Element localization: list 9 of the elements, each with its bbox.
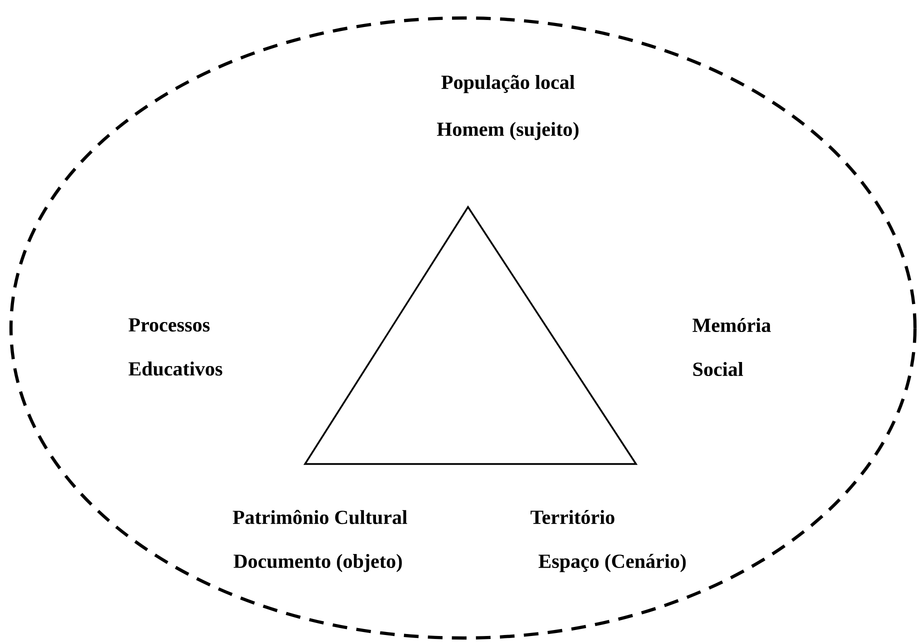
label-text: Memória Social — [692, 318, 771, 376]
label-text: População local — [441, 74, 575, 94]
label-text: Espaço (Cenário) — [538, 554, 686, 572]
label-text: Patrimônio Cultural — [232, 510, 408, 524]
dashed-ellipse — [9, 16, 917, 640]
label-text: Território — [530, 510, 614, 524]
label-text: Processos Educativos — [128, 318, 222, 376]
label-text: Homem (sujeito) — [436, 122, 578, 140]
label-text: Documento (objeto) — [234, 554, 402, 572]
